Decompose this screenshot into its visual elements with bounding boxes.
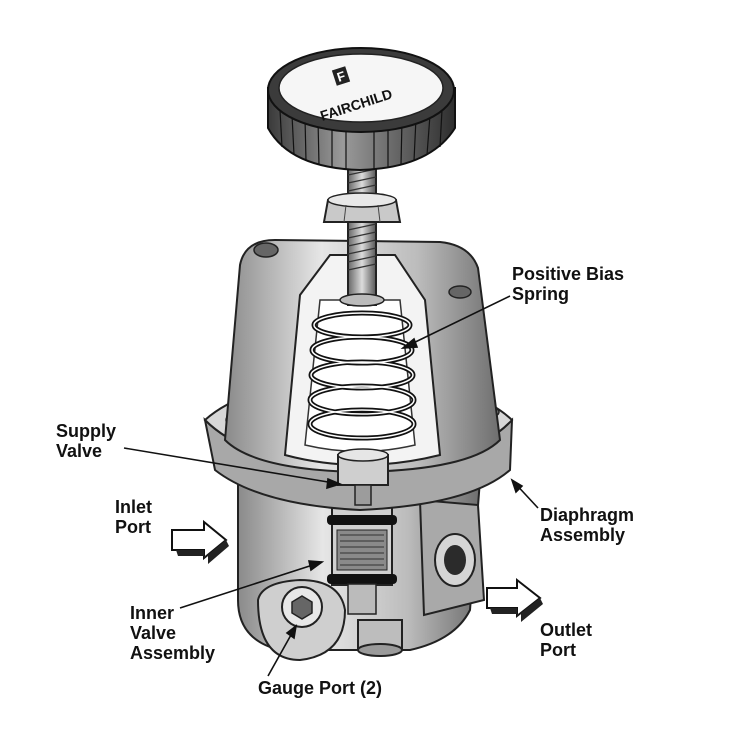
spring-inner-highlight bbox=[309, 312, 415, 439]
adjustment-knob bbox=[267, 47, 456, 172]
gauge-port-plug bbox=[281, 586, 323, 628]
stem-collar bbox=[339, 293, 385, 307]
lock-nut bbox=[322, 192, 402, 223]
label-gauge-port: Gauge Port (2) bbox=[258, 678, 383, 698]
leader-lines bbox=[123, 295, 539, 677]
label-outlet-port: Outlet Port bbox=[540, 620, 592, 660]
label-diaphragm-assembly: Diaphragm Assembly bbox=[540, 505, 635, 545]
label-inlet-port: Inlet Port bbox=[115, 497, 153, 537]
label-positive-bias-spring: Positive Bias Spring bbox=[512, 264, 625, 304]
outlet-arrow-icon bbox=[486, 577, 543, 622]
supply-valve bbox=[337, 448, 389, 506]
label-supply-valve: Supply Valve bbox=[56, 421, 117, 461]
inner-valve-assembly bbox=[327, 504, 397, 615]
adjusting-stem bbox=[347, 164, 377, 306]
inlet-arrow-icon bbox=[171, 519, 229, 564]
label-inner-valve-assembly: Inner Valve Assembly bbox=[130, 603, 216, 663]
